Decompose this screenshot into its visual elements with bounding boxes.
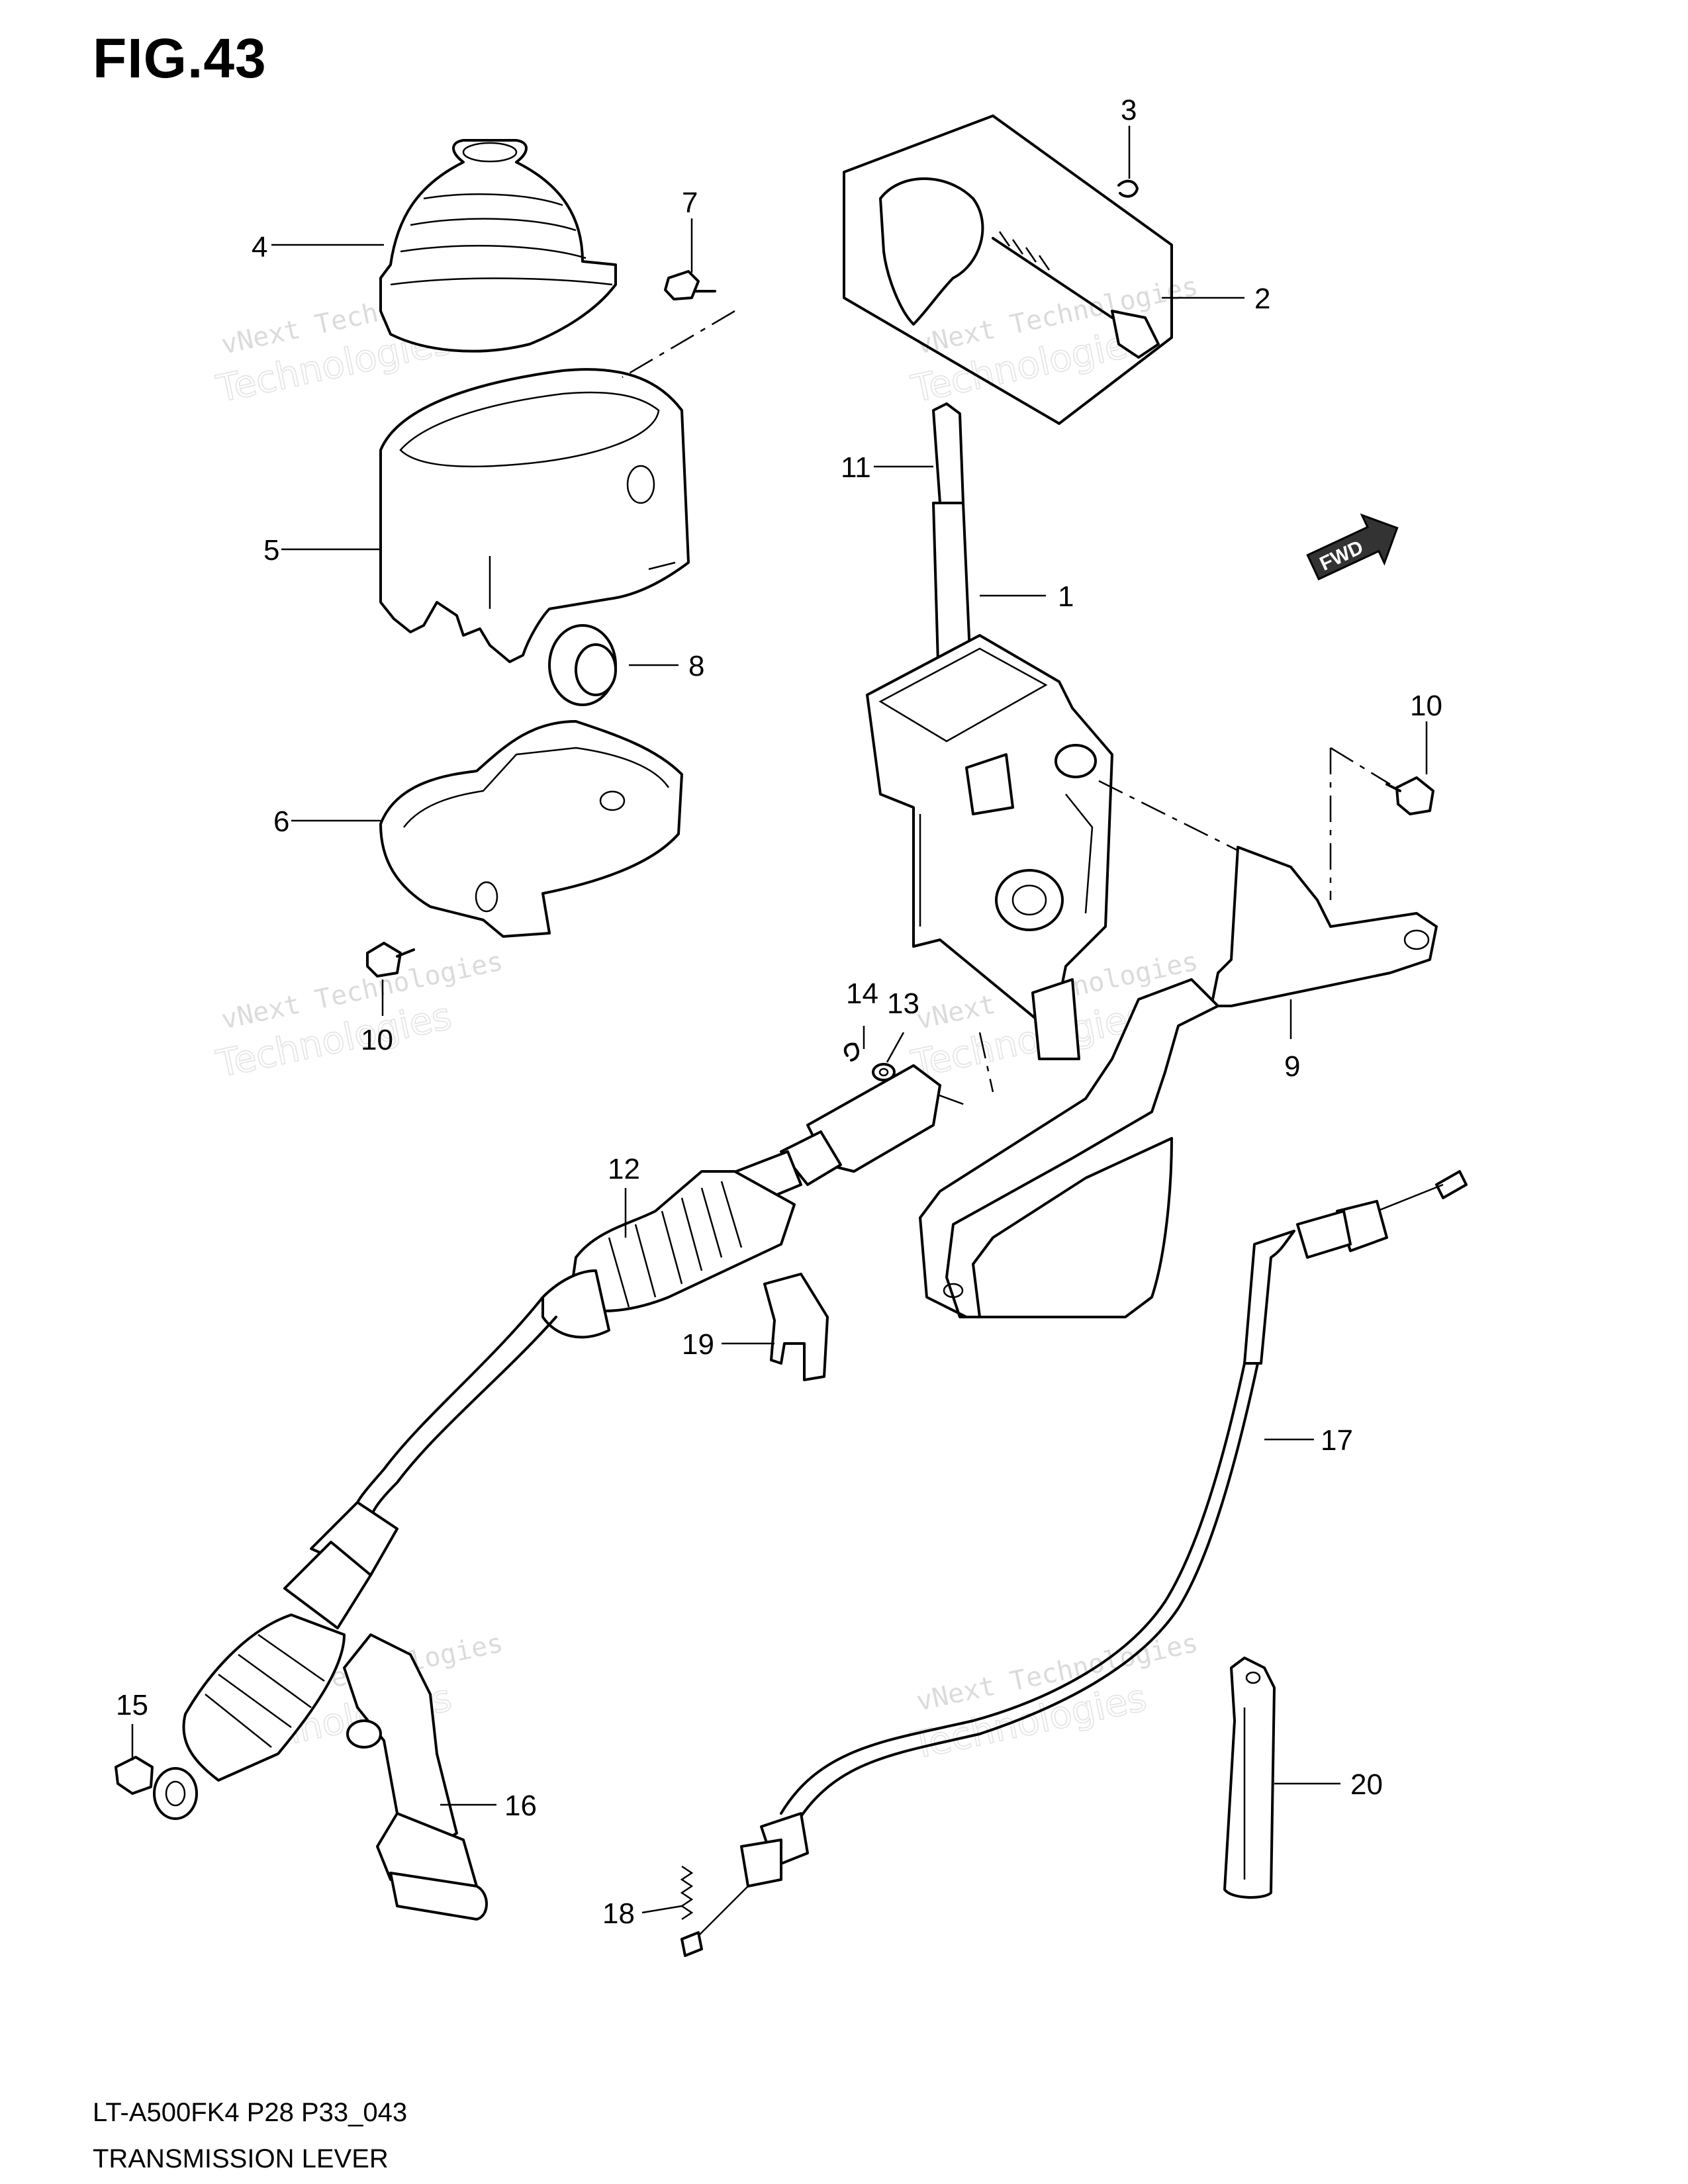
part-3-clip: [1117, 179, 1139, 198]
part-8-grommet: [548, 624, 617, 706]
section-name: TRANSMISSION LEVER: [93, 2144, 389, 2173]
part-20-strap: [1223, 1657, 1276, 1899]
callout-13: 13: [887, 987, 919, 1020]
part-12-cable: [153, 1064, 941, 1820]
callout-11: 11: [841, 451, 871, 484]
part-18-spring: [680, 1865, 694, 1921]
callout-16: 16: [504, 1790, 537, 1822]
callout-3: 3: [1121, 94, 1137, 126]
callout-19: 19: [682, 1328, 714, 1361]
part-17-cable: [680, 1170, 1468, 1957]
part-15-nut: [115, 1756, 154, 1795]
callout-18: 18: [602, 1897, 635, 1930]
part-13-washer: [872, 1063, 896, 1081]
callout-7: 7: [682, 187, 698, 219]
part-10-bolt-right: [1385, 776, 1434, 815]
callout-2: 2: [1254, 283, 1271, 315]
part-5-cover: [379, 368, 690, 663]
part-1-bracket: [866, 634, 1113, 1060]
callout-6: 6: [273, 805, 290, 838]
part-9-stay: [919, 846, 1438, 1318]
part-6-lower-cover: [379, 720, 683, 938]
callout-15: 15: [116, 1689, 148, 1721]
part-14-clip: [843, 1042, 859, 1062]
fwd-direction-badge: FWD: [1306, 513, 1399, 581]
part-19-clip: [763, 1273, 829, 1381]
callout-10-right: 10: [1410, 690, 1442, 722]
part-2-knob: [843, 114, 1173, 425]
callout-12: 12: [608, 1153, 640, 1185]
callout-20: 20: [1350, 1768, 1383, 1801]
part-16-arm: [343, 1633, 488, 1921]
callout-10-left: 10: [361, 1024, 393, 1056]
leader-lines: [131, 126, 1428, 1914]
callout-9: 9: [1284, 1050, 1301, 1083]
callout-14: 14: [846, 978, 878, 1010]
callout-5: 5: [263, 534, 280, 567]
part-4-boot: [379, 139, 617, 353]
callout-8: 8: [688, 650, 705, 682]
callout-4: 4: [252, 231, 268, 263]
callout-1: 1: [1058, 580, 1074, 613]
callout-17: 17: [1321, 1424, 1353, 1457]
figure-title: FIG.43: [93, 27, 267, 89]
model-code: LT-A500FK4 P28 P33_043: [93, 2098, 408, 2127]
part-10-bolt-left: [366, 942, 415, 978]
part-7-bolt: [664, 270, 716, 300]
